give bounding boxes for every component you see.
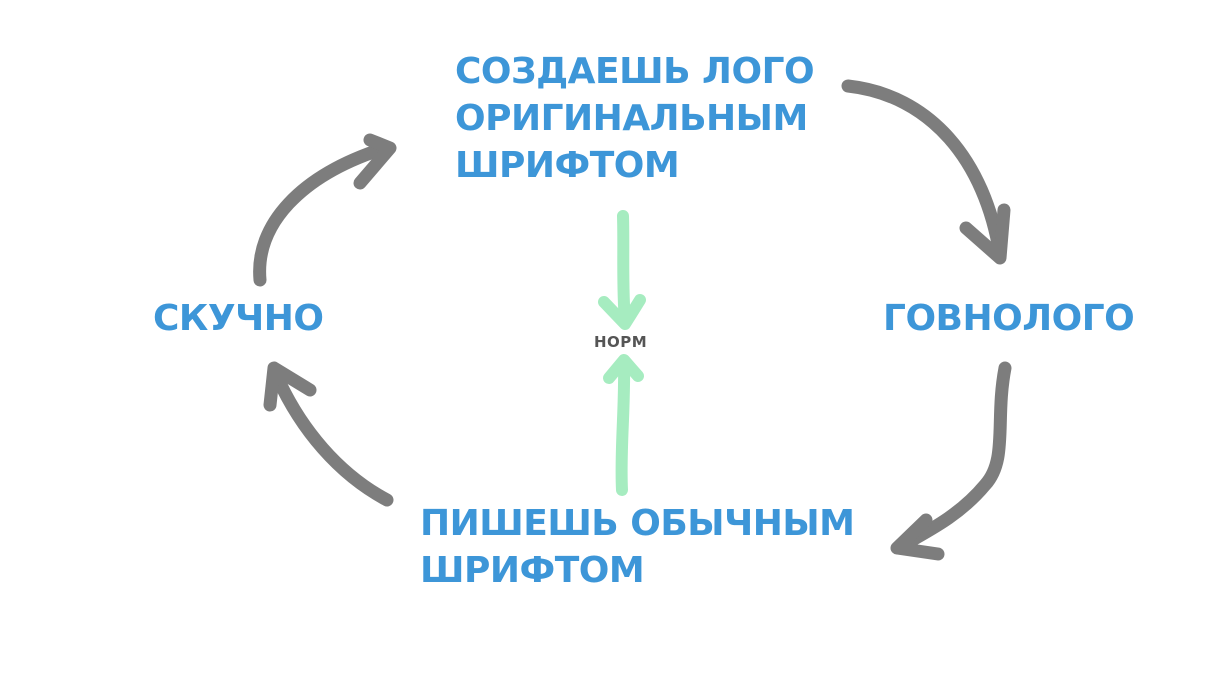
arrow-top-to-center-head <box>598 294 646 330</box>
node-boring: СКУЧНО <box>153 295 324 342</box>
arrow-top-to-center <box>617 210 631 328</box>
arrow-left-to-top-head <box>353 133 397 190</box>
node-create-logo-original-font: СОЗДАЕШЬ ЛОГО ОРИГИНАЛЬНЫМ ШРИФТОМ <box>455 48 815 189</box>
node-top-line: ОРИГИНАЛЬНЫМ <box>455 98 808 139</box>
arrow-left-to-top <box>253 141 392 287</box>
arrow-bottom-to-center <box>615 356 631 496</box>
node-bottom-line: ШРИФТОМ <box>420 550 645 591</box>
node-bottom-line: ПИШЕШЬ ОБЫЧНЫМ <box>420 503 855 544</box>
arrow-bottom-to-center-head <box>603 354 644 384</box>
node-top-line: ШРИФТОМ <box>455 145 680 186</box>
arrow-bottom-to-left-head <box>263 361 317 412</box>
arrow-top-to-right <box>841 79 1007 262</box>
arrow-top-to-right-head <box>959 203 1011 265</box>
arrow-right-to-bottom <box>891 361 1012 555</box>
node-write-regular-font: ПИШЕШЬ ОБЫЧНЫМ ШРИФТОМ <box>420 500 855 594</box>
node-right-text: ГОВНОЛОГО <box>883 298 1135 339</box>
arrow-right-to-bottom-head <box>890 513 945 561</box>
arrow-bottom-to-left <box>268 365 394 507</box>
node-bad-logo: ГОВНОЛОГО <box>883 295 1135 342</box>
node-top-line: СОЗДАЕШЬ ЛОГО <box>455 51 815 92</box>
node-left-text: СКУЧНО <box>153 298 324 339</box>
node-norm: НОРМ <box>594 333 648 351</box>
